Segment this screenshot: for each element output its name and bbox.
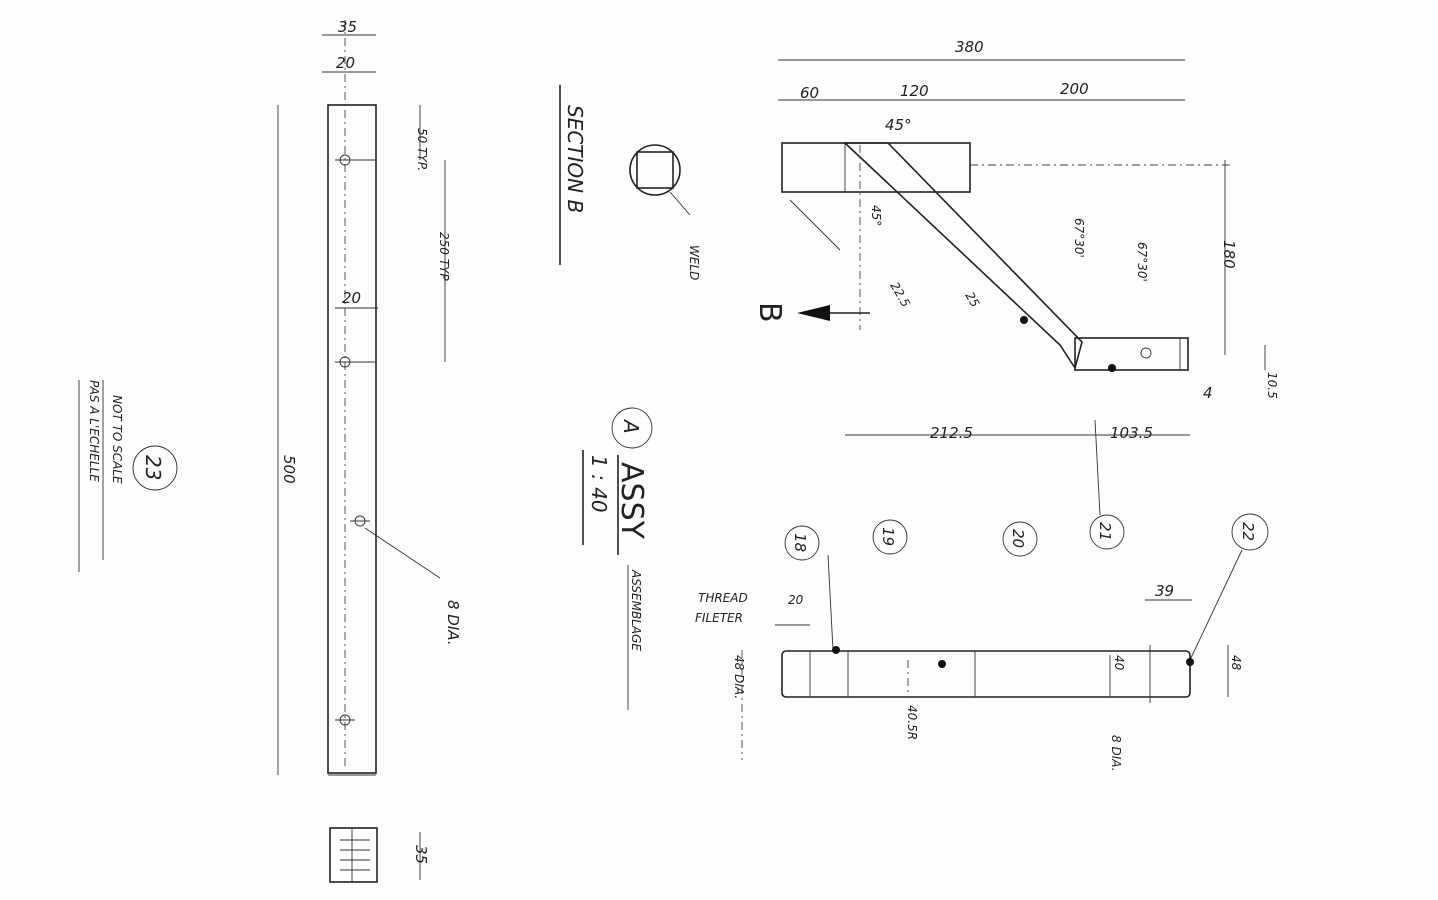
dim-20: 20 (336, 54, 355, 72)
dim-8-dia-tube: 8 DIA. (1109, 735, 1123, 771)
balloon-18: 18 (791, 533, 809, 552)
part-balloons (784, 419, 1269, 661)
bar-part-view (277, 20, 446, 883)
dim-380: 380 (955, 38, 984, 56)
dim-500: 500 (280, 455, 298, 484)
assembly-title: ASSY (614, 462, 649, 540)
dim-103-5: 103.5 (1110, 424, 1153, 442)
angle-67-30-a: 67°30' (1072, 218, 1086, 258)
balloon-22: 22 (1239, 522, 1257, 541)
dim-120: 120 (900, 82, 929, 100)
balloon-21: 21 (1096, 522, 1114, 541)
dim-48: 48 (1229, 655, 1243, 671)
section-b-view (629, 144, 691, 216)
dim-35-section: 35 (412, 845, 430, 864)
not-to-scale: NOT TO SCALE (110, 395, 124, 484)
weld-label: WELD (687, 245, 701, 280)
dim-60: 60 (800, 84, 819, 102)
dim-35: 35 (338, 18, 357, 36)
note-balloon-label: 23 (141, 455, 165, 480)
dim-8-dia: 8 DIA. (444, 600, 462, 646)
pas-a-lechelle: PAS A L'ECHELLE (87, 380, 101, 482)
filter-label: FILETER (695, 611, 743, 625)
bracket-assembly-view (778, 59, 1266, 436)
dim-40: 40 (1112, 655, 1126, 671)
dim-40-5r: 40.5R (905, 705, 919, 740)
assembly-scale: 1 : 40 (587, 455, 611, 513)
note-balloon (132, 445, 178, 491)
dim-48-dia: 48 DIA. (732, 655, 746, 699)
angle-45-top: 45° (885, 116, 912, 134)
assembly-balloon-label: A (619, 418, 643, 434)
angle-45-left: 45° (869, 205, 883, 226)
tube-part-view (741, 599, 1229, 760)
angle-67-30-b: 67°30' (1135, 242, 1149, 282)
assembly-balloon (611, 407, 653, 449)
dim-50-typ: 50 TYP. (415, 128, 429, 171)
dim-180: 180 (1220, 240, 1238, 269)
thread-dim-20: 20 (788, 593, 804, 607)
dim-4: 4 (1203, 384, 1213, 402)
section-b-title: SECTION B (563, 105, 587, 213)
dim-250-typ: 250 TYP (437, 232, 451, 281)
thread-label: THREAD (698, 591, 748, 605)
balloon-20: 20 (1009, 529, 1027, 548)
dim-212-5: 212.5 (930, 424, 973, 442)
dim-20b: 20 (342, 289, 361, 307)
dim-25: 25 (962, 290, 982, 310)
balloon-19: 19 (879, 527, 897, 546)
dim-10-5: 10.5 (1265, 372, 1279, 399)
section-marker-b: B (752, 302, 787, 323)
dim-22-5: 22.5 (887, 280, 912, 310)
dim-39: 39 (1155, 582, 1174, 600)
assembly-subtitle: ASSEMBLAGE (629, 569, 643, 651)
dim-200: 200 (1060, 80, 1089, 98)
